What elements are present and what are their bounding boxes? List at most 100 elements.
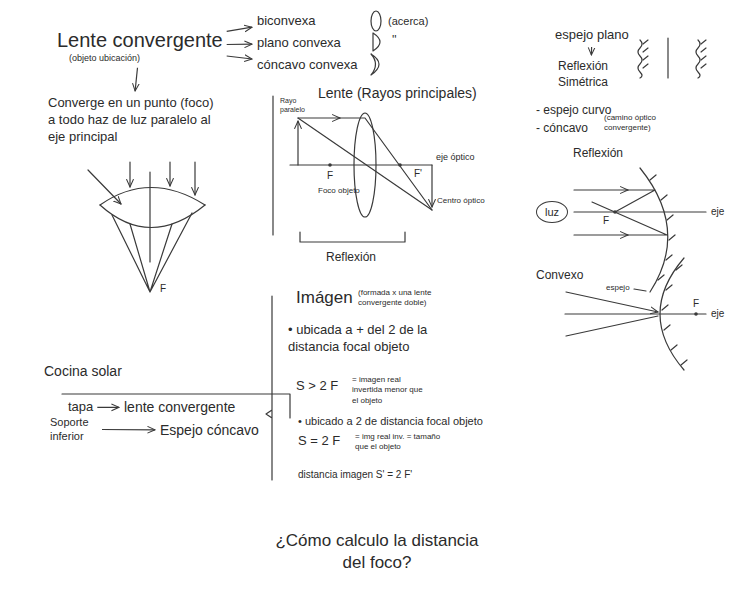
- converging-rays: [112, 213, 192, 292]
- note-label: F': [413, 167, 423, 180]
- note-label: • ubicado a 2 de distancia focal objeto: [298, 414, 483, 428]
- mirror-wavy-symbol: [696, 40, 700, 78]
- mirror-hatch: [701, 40, 706, 68]
- note-label: (acerca): [388, 14, 428, 28]
- note-label: '': [392, 33, 397, 49]
- note-label: F: [326, 169, 334, 182]
- incident-ray: [574, 234, 628, 235]
- mirror-hatch: [650, 175, 675, 280]
- note-label: (formada x una lente convergente doble): [358, 288, 458, 309]
- node-text: Lente convergente: [57, 27, 223, 53]
- note-label: Centro óptico: [437, 196, 485, 206]
- arrow-connector: [102, 429, 155, 430]
- note-label: F: [602, 214, 610, 227]
- leader-line: [634, 289, 646, 291]
- node-text: Soporte inferior: [50, 415, 98, 444]
- lens-outline: [100, 205, 205, 228]
- node-text: espejo plano: [555, 27, 629, 44]
- note-label: S = 2 F: [298, 433, 340, 450]
- note-label: ¿Cómo calculo la distancia del foco?: [262, 530, 492, 574]
- note-label: espejo: [606, 283, 630, 293]
- note-label: F: [692, 297, 700, 310]
- incident-ray: [574, 189, 628, 190]
- text-node: Converge en un punto (foco) a todo haz d…: [46, 94, 218, 147]
- bracket: [266, 296, 272, 480]
- light-ray: [129, 162, 130, 187]
- text-node: tapa: [66, 398, 95, 417]
- lens-outline: [100, 188, 205, 206]
- node-text: biconvexa: [257, 13, 316, 30]
- text-node: espejo plano: [553, 26, 631, 45]
- incident-ray: [566, 316, 658, 336]
- optical-axis: [290, 164, 432, 165]
- text-node: Lente convergente(objeto ubicación): [55, 26, 225, 66]
- convex-mirror: [660, 258, 684, 370]
- note-label: eje óptico: [436, 152, 475, 164]
- optical-axis: [574, 211, 706, 212]
- arrow-connector: [227, 44, 252, 45]
- focus-dot: [613, 210, 617, 214]
- node-text: Espejo cóncavo: [160, 421, 259, 439]
- mirror-hatch: [662, 265, 687, 365]
- margin-line: [272, 96, 273, 235]
- concave-mirror: [640, 168, 668, 292]
- text-node: cóncavo convexa: [255, 56, 359, 75]
- focus-dot: [328, 163, 332, 167]
- bracket: [300, 232, 405, 242]
- reflected-ray: [592, 202, 667, 235]
- note-label: Imágen: [296, 287, 353, 309]
- arrow-connector: [97, 407, 119, 408]
- text-node: biconvexa: [255, 12, 318, 31]
- node-text: tapa: [68, 399, 93, 416]
- note-label: • ubicada a + del 2 de la distancia foca…: [288, 322, 438, 356]
- mirror-wavy-symbol: [638, 40, 642, 78]
- center-ray: [298, 118, 432, 210]
- note-label: = img real inv. = tamaño que el objeto: [355, 432, 445, 453]
- biconvex-symbol: [371, 11, 381, 31]
- note-label: - cóncavo: [536, 121, 588, 137]
- note-label: Rayo paralelo: [279, 96, 315, 114]
- note-label: Cocina solar: [44, 362, 122, 380]
- text-node: Espejo cóncavo: [158, 420, 261, 440]
- arrow-connector: [135, 68, 137, 91]
- concave-convex-symbol: [371, 54, 379, 75]
- lens-axis: [149, 172, 150, 262]
- note-label: eje: [711, 307, 724, 320]
- arrow-connector: [227, 27, 252, 31]
- node-text: cóncavo convexa: [257, 57, 357, 74]
- note-label: eje: [711, 205, 724, 218]
- object-arrow: [297, 121, 298, 165]
- node-text: luz: [545, 205, 559, 219]
- light-ray: [169, 162, 170, 186]
- note-label: distancia imagen S' = 2 F': [298, 468, 412, 481]
- planoconvex-symbol: [373, 33, 380, 51]
- mirror-hatch: [643, 40, 648, 68]
- note-label: (camino óptico convergente): [604, 113, 694, 134]
- note-label: Reflexión: [573, 146, 623, 162]
- light-ray: [194, 162, 195, 195]
- focus-dot: [398, 163, 402, 167]
- note-label: F: [159, 282, 167, 295]
- node-subtext: (objeto ubicación): [69, 53, 223, 65]
- text-node: Soporte inferior: [48, 414, 100, 445]
- note-label: Reflexión: [326, 250, 376, 266]
- reflected-ray: [615, 190, 655, 212]
- lens-outline: [354, 113, 376, 217]
- mirror-line-symbol: [667, 38, 668, 78]
- node-text: Reflexión Simétrica: [558, 59, 624, 90]
- refracted-ray: [338, 118, 432, 210]
- arrow-connector: [591, 47, 592, 55]
- note-label: S > 2 F: [296, 378, 338, 395]
- light-ray: [88, 170, 121, 204]
- image-arrow: [431, 165, 432, 207]
- text-node: Reflexión Simétrica: [556, 58, 626, 91]
- ellipse-node: luz: [536, 201, 568, 223]
- optical-axis: [565, 313, 706, 314]
- note-label: = imagen real invertida menor que el obj…: [352, 375, 427, 406]
- note-label: - espejo curvo: [536, 103, 611, 119]
- node-text: plano convexa: [257, 35, 341, 52]
- parallel-ray: [298, 117, 340, 118]
- node-text: Converge en un punto (foco) a todo haz d…: [48, 95, 216, 146]
